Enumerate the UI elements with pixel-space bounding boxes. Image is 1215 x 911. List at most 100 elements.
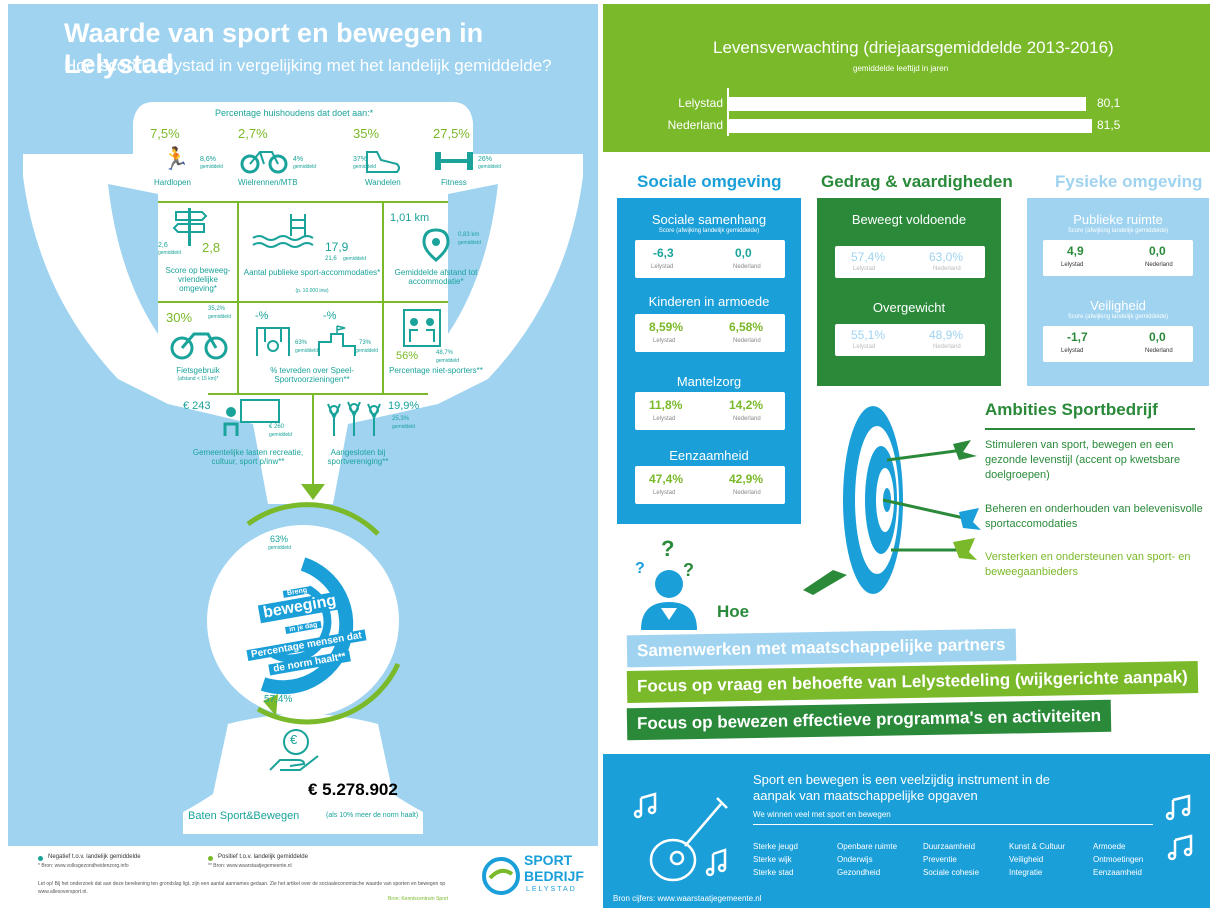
dumbbell-icon (435, 152, 473, 170)
value-nederland: 6,58% (729, 320, 764, 334)
bottom-col: Openbare ruimte Onderwijs Gezondheid (837, 840, 897, 879)
swing-icon (256, 327, 290, 356)
metric-avg: 21,6 (325, 256, 337, 262)
bron-cijfers: Bron cijfers: www.waarstaatjegemeente.nl (613, 894, 762, 903)
bottom-item: Veiligheid (1009, 855, 1044, 864)
activity-hardlopen: 7,5% 🏃 8,6% gemiddeld Hardlopen (150, 126, 240, 196)
sociaal-box: 11,8% 14,2% Lelystad Nederland (635, 392, 785, 430)
value-nederland: 0,0 (1149, 330, 1166, 344)
metric-label: Aangesloten bij sportvereniging** (327, 448, 389, 466)
label-nederland: Nederland (733, 338, 761, 344)
music-note-icon (1165, 794, 1193, 861)
label-lelystad: Lelystad (653, 490, 676, 496)
value-lelystad: 55,1% (851, 328, 886, 342)
metric-value: 19,9% (388, 400, 420, 412)
metric-score: 2,6 gemiddeld 2,8 Score op beweeg-vriend… (158, 206, 238, 300)
metric-avg: 0,83 km (458, 232, 480, 238)
activity-pct: 7,5% (150, 126, 180, 141)
activity-pct: 27,5% (433, 126, 470, 141)
metric-avg-label: gemiddeld (158, 250, 182, 256)
value-lelystad: 47,4% (649, 472, 684, 486)
norm-top-sub: gemiddeld (268, 545, 292, 551)
metric-label: Score op beweeg-vriendelijke omgeving* (165, 266, 231, 293)
ribbon-focus-vraag: Focus op vraag en behoefte van Lelystede… (626, 661, 1199, 703)
label-lelystad: Lelystad (1061, 262, 1084, 268)
bottom-col: Sterke jeugd Sterke wijk Sterke stad (753, 840, 798, 879)
metric-avg: 25,3% (392, 416, 410, 422)
activity-avg-label: gemiddeld (293, 164, 317, 170)
pool-icon (252, 214, 314, 248)
metric-label: % tevreden over Speel- Sportvoorzieninge… (270, 366, 354, 384)
metric-label: Fietsgebruik (176, 366, 220, 375)
metric-value: 30% (166, 310, 193, 325)
bron3: Bron: Kenniscentrum Sport (388, 896, 449, 902)
norm-top-pct: 63% (270, 534, 289, 544)
metric-value: 56% (396, 350, 419, 362)
metric-label: Gemiddelde afstand tot accommodatie* (394, 268, 478, 286)
bron2: ** Bron: www.waarstaatjegemeente.nl (208, 863, 292, 869)
label-nederland: Nederland (733, 416, 761, 422)
activity-avg-label: gemiddeld (200, 164, 224, 170)
presentation-icon (223, 399, 280, 436)
metric-avg-label: gemiddeld (269, 432, 293, 438)
norm-bottom-pct: 57,4% (264, 694, 293, 705)
metric-avg: 73% (359, 340, 372, 346)
bottom-col: Armoede Ontmoetingen Eenzaamheid (1093, 840, 1143, 879)
activity-avg: 37% (353, 156, 368, 163)
fysiek-panel: Publieke ruimte Score (afwijking landeli… (1027, 198, 1209, 386)
sociaal-title: Kinderen in armoede (648, 294, 770, 309)
label-lelystad: Lelystad (653, 338, 676, 344)
metric-avg: 2,6 (158, 242, 168, 249)
signpost-icon (172, 208, 208, 246)
bicycle-icon (170, 332, 228, 360)
ribbon-focus-bewezen: Focus op bewezen effectieve programma's … (626, 699, 1112, 741)
cup-header: Percentage huishoudens dat doet aan:* (215, 108, 374, 118)
baten-label: Baten Sport&Bewegen (188, 810, 300, 822)
gedrag-title: Beweegt voldoende (851, 212, 967, 227)
right-poster: Levensverwachting (driejaarsgemiddelde 2… (603, 4, 1210, 908)
baten-note: (als 10% meer de norm haalt) (326, 812, 419, 819)
poster-title: Waarde van sport en bewegen in Lelystad (64, 18, 484, 79)
lev-row-label: Lelystad (678, 96, 723, 110)
metric-avg-label: gemiddeld (355, 348, 379, 354)
sociaal-title: Eenzaamheid (669, 448, 749, 463)
question-icon: ? (661, 536, 675, 561)
bottom-item: Preventie (923, 855, 957, 864)
metric-avg-label: gemiddeld (343, 256, 367, 262)
lev-sub: gemiddelde leeftijd in jaren (853, 64, 949, 73)
question-icon: ? (683, 560, 694, 580)
sitting-people-icon (403, 309, 441, 347)
norm-line2: beweging (257, 591, 342, 624)
metric-avg-label: gemiddeld (458, 240, 482, 246)
question-icon: ? (635, 560, 645, 577)
bottom-item: Onderwijs (837, 855, 873, 864)
ribbon-samenwerken: Samenwerken met maatschappelijke partner… (626, 628, 1016, 668)
activity-avg: 4% (293, 156, 304, 163)
bottom-item: Openbare ruimte (837, 842, 898, 851)
value-lelystad: 57,4% (851, 250, 886, 264)
podium-icon (318, 325, 356, 356)
activity-label: Wielrennen/MTB (238, 178, 298, 187)
bottom-col: Kunst & Cultuur Veiligheid Integratie (1009, 840, 1065, 879)
label-lelystad: Lelystad (653, 416, 676, 422)
activity-wandelen: 35% 37% gemiddeld Wandelen (353, 126, 433, 196)
norm-line3: in je dag (284, 620, 322, 635)
lev-title: Levensverwachting (driejaarsgemiddelde 2… (713, 38, 1114, 57)
bottom-item: Sociale cohesie (923, 868, 980, 877)
bottom-item: Ontmoetingen (1093, 855, 1144, 864)
metric-label: Gemeentelijke lasten recreatie, cultuur,… (192, 448, 304, 466)
metric-avg: € 260 (269, 424, 285, 430)
bottom-item: Armoede (1093, 842, 1126, 851)
bottom-item: Sterke stad (753, 868, 794, 877)
poster-subtitle: Hoe scoort Lelystad in vergelijking met … (64, 56, 552, 75)
metric-avg: 35,2% (208, 306, 226, 312)
value-nederland: 48,9% (929, 328, 964, 342)
hoe-title: Hoe (717, 602, 750, 621)
bottom-item: Integratie (1009, 868, 1043, 877)
ambitie-item: Beheren en onderhouden van belevenisvoll… (985, 503, 1203, 530)
metric-afstand: 1,01 km 0,83 km gemiddeld Gemiddelde afs… (386, 206, 486, 300)
value-lelystad: 8,59% (649, 320, 684, 334)
metric-label: Aantal publieke sport-accommodaties* (243, 268, 381, 277)
activity-avg: 26% (478, 156, 493, 163)
metric-value: 2,8 (202, 240, 221, 255)
